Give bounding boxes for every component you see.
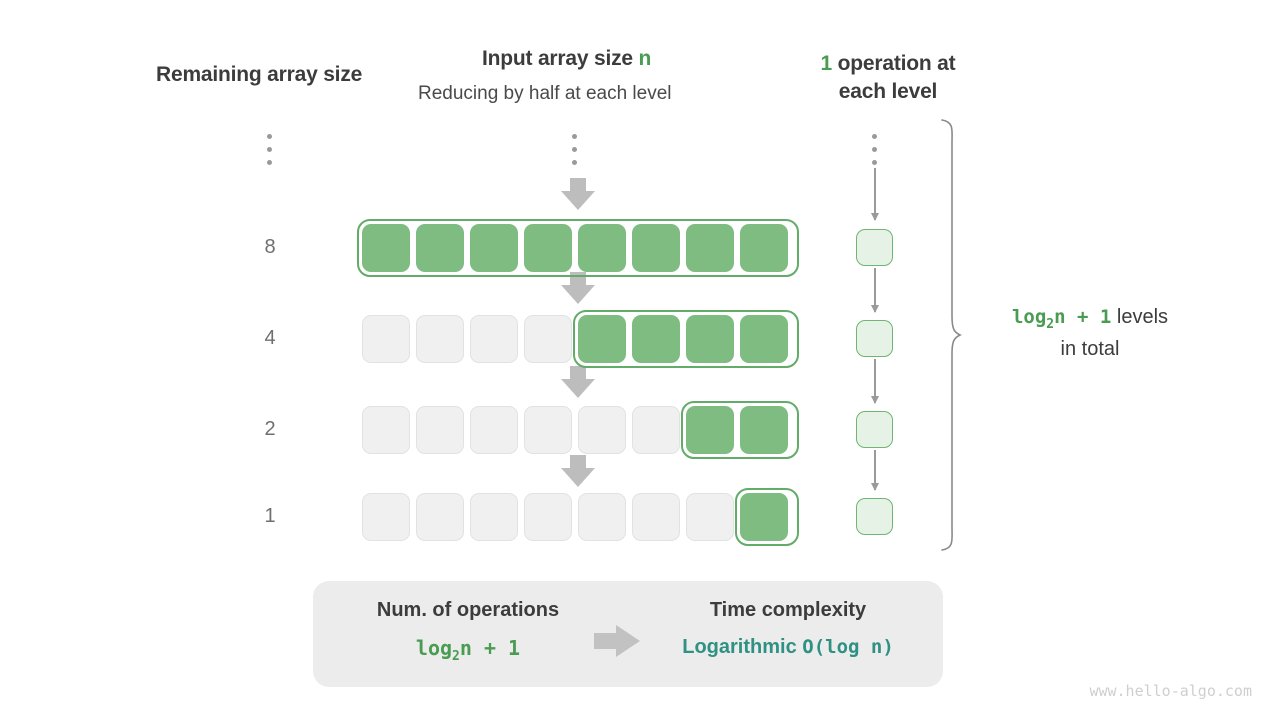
array-cell: [362, 315, 410, 363]
array-cell: [740, 224, 788, 272]
active-range-outline: [357, 219, 799, 277]
array-cell: [416, 493, 464, 541]
right-arrow-icon: [594, 625, 640, 657]
array-cell: [740, 406, 788, 454]
array-cell: [740, 493, 788, 541]
array-cell: [416, 406, 464, 454]
array-cell: [686, 406, 734, 454]
array-cell: [632, 315, 680, 363]
array-cell: [416, 315, 464, 363]
ellipsis-array-column: [572, 134, 578, 173]
array-cell: [686, 224, 734, 272]
heading-remaining-array-size: Remaining array size: [156, 63, 363, 86]
brace-caption-line1: log2n + 1 levels: [975, 303, 1205, 335]
array-cell: [416, 224, 464, 272]
summary-complexity-name: Logarithmic: [682, 636, 797, 658]
reduce-arrow-4-to-2: [561, 366, 595, 398]
operation-box-level-1: [856, 229, 893, 266]
operation-connector: [870, 359, 879, 404]
heading-input-array-size-n: n: [638, 47, 652, 70]
row-label-8: 8: [264, 236, 276, 258]
array-cell: [362, 224, 410, 272]
operation-connector: [870, 268, 879, 313]
operation-box-level-4: [856, 498, 893, 535]
array-cell: [686, 315, 734, 363]
heading-operations-count: 1: [820, 52, 833, 75]
operation-box-level-3: [856, 411, 893, 448]
summary-complexity-title: Time complexity: [709, 599, 867, 621]
active-range-outline: [735, 488, 799, 546]
summary-formula-rest: n + 1: [459, 636, 521, 660]
array-cell: [578, 493, 626, 541]
summary-complexity-column: Time complexity Logarithmic O(log n): [663, 599, 913, 659]
heading-operations-line2: each level: [838, 80, 938, 104]
brace-formula: log2n + 1: [1011, 306, 1112, 332]
array-cell: [470, 315, 518, 363]
ellipsis-label-column: [267, 134, 273, 173]
array-cell: [632, 493, 680, 541]
row-label-1: 1: [264, 505, 276, 527]
watermark: www.hello-algo.com: [1089, 682, 1252, 700]
array-cell: [686, 493, 734, 541]
array-cell: [632, 406, 680, 454]
array-cell: [362, 493, 410, 541]
array-cell: [578, 224, 626, 272]
array-cell: [362, 406, 410, 454]
array-cell: [524, 406, 572, 454]
summary-operations-title: Num. of operations: [376, 599, 560, 621]
reduce-arrow-2-to-1: [561, 455, 595, 487]
array-cell: [470, 224, 518, 272]
brace-caption: log2n + 1 levels in total: [975, 303, 1205, 364]
brace-formula-base: 2: [1046, 316, 1055, 332]
levels-brace: [941, 119, 962, 551]
heading-operations-per-level: 1 operation at each level: [798, 50, 978, 107]
operation-box-level-2: [856, 320, 893, 357]
array-cell: [578, 315, 626, 363]
array-cell: [578, 406, 626, 454]
brace-formula-log: log: [1011, 306, 1047, 328]
summary-complexity-notation: O(log n): [802, 636, 894, 658]
operation-connector-top: [870, 168, 879, 221]
array-cell: [740, 315, 788, 363]
summary-operations-column: Num. of operations log2n + 1: [343, 599, 593, 664]
array-cell: [524, 315, 572, 363]
array-cell: [470, 406, 518, 454]
array-cell: [524, 493, 572, 541]
heading-operations-line1: operation at: [832, 52, 956, 75]
brace-caption-line2: in total: [1060, 337, 1120, 360]
heading-input-array-size-text: Input array size: [482, 47, 639, 70]
summary-complexity-value: Logarithmic O(log n): [663, 636, 913, 659]
brace-formula-rest: n + 1: [1054, 306, 1112, 328]
array-cell: [632, 224, 680, 272]
active-range-outline: [681, 401, 799, 459]
summary-formula-base: 2: [452, 649, 460, 664]
reduce-arrow-top: [561, 178, 595, 210]
row-label-4: 4: [264, 327, 276, 349]
heading-input-subtitle: Reducing by half at each level: [418, 83, 672, 104]
operation-connector: [870, 450, 879, 491]
array-cell: [470, 493, 518, 541]
heading-input-array-size: Input array size n: [482, 47, 651, 71]
row-label-2: 2: [264, 418, 276, 440]
brace-caption-levels: levels: [1116, 306, 1169, 328]
ellipsis-operations-column: [872, 134, 878, 173]
array-cell: [524, 224, 572, 272]
active-range-outline: [573, 310, 799, 368]
summary-formula-log: log: [415, 636, 453, 660]
summary-operations-value: log2n + 1: [343, 636, 593, 664]
